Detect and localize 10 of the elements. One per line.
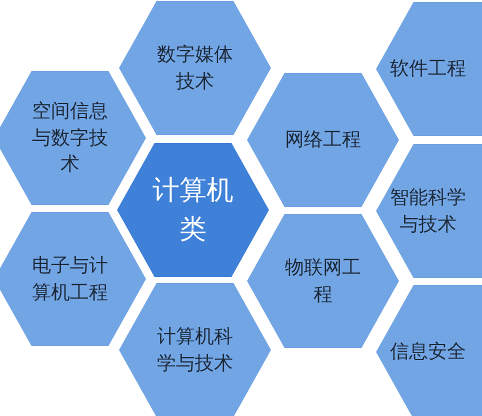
hexagon-label: 软件工程	[389, 56, 467, 82]
hexagon-label: 智能科学与技术	[389, 185, 467, 237]
hexagon-label: 计算机科学与技术	[156, 324, 234, 376]
hexagon-label: 空间信息与数字技术	[31, 99, 109, 178]
hexagon-label: 数字媒体技术	[156, 42, 234, 94]
hexagon-label: 网络工程	[284, 128, 362, 153]
hexagon-label: 物联网工程	[284, 255, 362, 307]
hexagon-label: 电子与计算机工程	[31, 253, 109, 305]
hexagon-label: 计算机类	[152, 174, 234, 247]
hexagon-label: 信息安全	[389, 340, 467, 365]
